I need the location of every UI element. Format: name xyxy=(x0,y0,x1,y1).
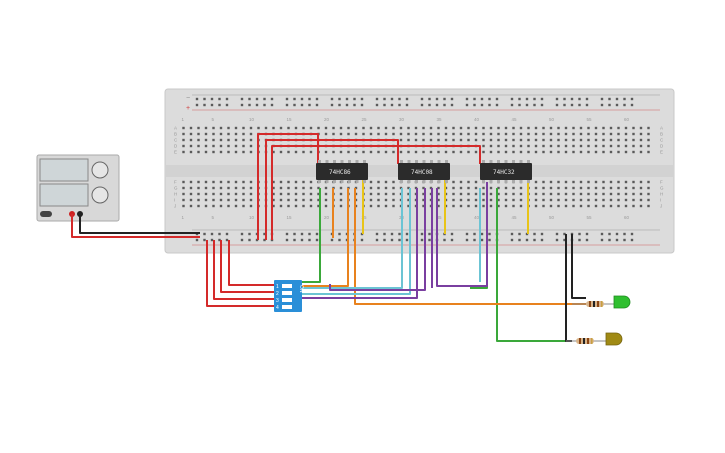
ic-chip-74hc08[interactable]: 74HC08 xyxy=(398,160,450,183)
ic-chip-label: 74HC32 xyxy=(493,169,515,176)
column-number: 35 xyxy=(437,215,443,220)
row-letter: D xyxy=(660,144,664,149)
row-letter: A xyxy=(174,126,177,131)
column-number: 20 xyxy=(324,117,330,122)
ic-chips: 74HC86 74HC08 74HC32 xyxy=(316,160,532,183)
column-number: 60 xyxy=(624,215,630,220)
column-number: 25 xyxy=(362,117,368,122)
rail-minus-label: − xyxy=(186,95,190,102)
wire[interactable] xyxy=(271,145,481,240)
dip-num-4: 4 xyxy=(276,305,279,311)
column-number: 55 xyxy=(587,215,593,220)
resistor-2[interactable] xyxy=(566,338,606,344)
row-letter: I xyxy=(174,198,175,203)
row-letter: D xyxy=(174,144,178,149)
wire[interactable] xyxy=(354,188,586,305)
column-number: 40 xyxy=(474,215,480,220)
dip-switch[interactable]: 1 2 3 4 ON xyxy=(274,280,304,312)
column-number: 15 xyxy=(287,215,293,220)
wire[interactable] xyxy=(300,188,321,283)
ic-chip-label: 74HC86 xyxy=(329,169,351,176)
column-number: 55 xyxy=(587,117,593,122)
column-number: 10 xyxy=(249,215,255,220)
row-letter: C xyxy=(174,138,178,143)
row-letter: G xyxy=(174,186,178,191)
wire[interactable] xyxy=(300,188,349,287)
wire[interactable] xyxy=(300,188,418,299)
wire[interactable] xyxy=(300,188,403,289)
column-number: 5 xyxy=(212,215,215,220)
dip-num-2: 2 xyxy=(276,291,279,297)
wire[interactable] xyxy=(496,188,566,342)
column-number: 1 xyxy=(182,215,185,220)
column-number: 50 xyxy=(549,215,555,220)
ic-chip-74hc32[interactable]: 74HC32 xyxy=(480,160,532,183)
row-letter: F xyxy=(174,180,177,185)
column-number: 35 xyxy=(437,117,443,122)
row-letter: H xyxy=(174,192,177,197)
wire[interactable] xyxy=(71,214,200,238)
wire[interactable] xyxy=(257,133,319,240)
wire[interactable] xyxy=(300,188,411,295)
row-letter: B xyxy=(660,132,663,137)
column-number: 15 xyxy=(287,117,293,122)
column-number: 10 xyxy=(249,117,255,122)
power-switch[interactable] xyxy=(40,211,52,217)
column-number: 20 xyxy=(324,215,330,220)
yellow-led[interactable] xyxy=(605,332,623,346)
dip-on-label: ON xyxy=(298,285,304,293)
column-number: 45 xyxy=(512,215,518,220)
row-letter: B xyxy=(174,132,177,137)
wire[interactable] xyxy=(79,214,200,234)
column-number: 1 xyxy=(182,117,185,122)
column-number: 5 xyxy=(212,117,215,122)
dip-toggle-1[interactable] xyxy=(282,284,292,288)
resistor-1[interactable] xyxy=(572,301,614,307)
green-led[interactable] xyxy=(613,295,631,309)
power-supply[interactable] xyxy=(36,154,120,222)
row-letter: E xyxy=(174,150,177,155)
voltage-knob-icon[interactable] xyxy=(91,161,109,179)
ic-chip-74hc86[interactable]: 74HC86 xyxy=(316,160,368,183)
column-number: 40 xyxy=(474,117,480,122)
rail-plus-label: + xyxy=(186,105,190,112)
wire[interactable] xyxy=(436,182,488,287)
wire[interactable] xyxy=(206,240,278,307)
row-letter: H xyxy=(660,192,663,197)
row-letter: A xyxy=(660,126,663,131)
wire[interactable] xyxy=(265,139,399,240)
row-letter: I xyxy=(660,198,661,203)
row-letter: C xyxy=(660,138,664,143)
row-letter: G xyxy=(660,186,664,191)
wires xyxy=(71,133,586,342)
wire[interactable] xyxy=(571,234,586,299)
row-letter: J xyxy=(174,204,176,209)
column-number: 50 xyxy=(549,117,555,122)
dip-toggle-2[interactable] xyxy=(282,291,292,295)
row-letter: E xyxy=(660,150,663,155)
column-number: 60 xyxy=(624,117,630,122)
wire[interactable] xyxy=(228,240,278,286)
dip-toggle-4[interactable] xyxy=(282,305,292,309)
current-knob-icon[interactable] xyxy=(91,186,109,204)
dip-num-1: 1 xyxy=(276,284,279,290)
wire[interactable] xyxy=(213,240,278,300)
column-number: 45 xyxy=(512,117,518,122)
column-number: 30 xyxy=(399,117,405,122)
row-letter: F xyxy=(660,180,663,185)
row-letter: J xyxy=(660,204,662,209)
column-number: 25 xyxy=(362,215,368,220)
dip-num-3: 3 xyxy=(276,298,279,304)
wire[interactable] xyxy=(220,240,278,293)
dip-toggle-3[interactable] xyxy=(282,298,292,302)
ic-chip-label: 74HC08 xyxy=(411,169,433,176)
wire[interactable] xyxy=(329,188,426,291)
